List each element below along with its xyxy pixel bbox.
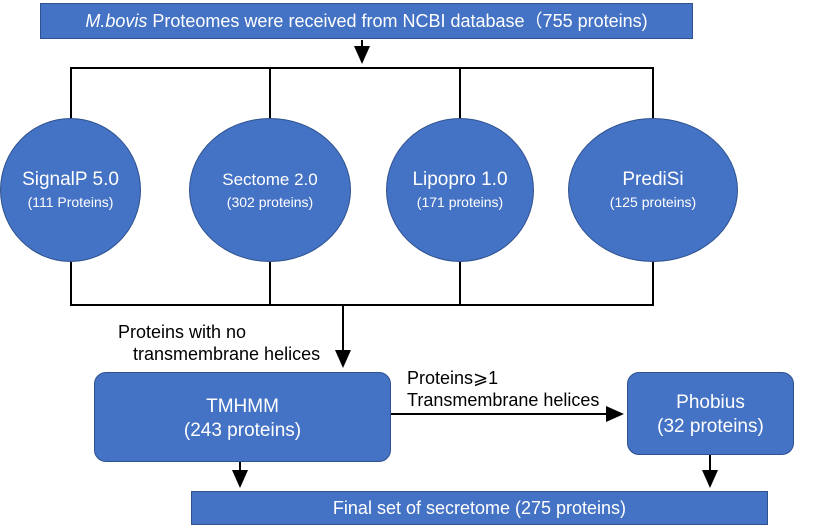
phobius-name: Phobius [676,392,745,413]
tool-name: PrediSi [622,169,684,190]
tmhmm-box: TMHMM (243 proteins) [94,372,391,462]
final-box: Final set of secretome (275 proteins) [191,491,768,525]
tool-circle-sectome: Sectome 2.0 (302 proteins) [189,118,351,262]
phobius-count: (32 proteins) [657,416,764,437]
tmhmm-name: TMHMM [206,396,279,417]
final-text: Final set of secretome (275 proteins) [332,498,627,518]
source-text: Proteomes were received from NCBI databa… [147,11,648,31]
tool-name: Lipopro 1.0 [412,169,508,190]
tm-helices-label: Proteins⩾1 Transmembrane helices [407,368,600,410]
tool-count: (125 proteins) [609,194,697,210]
tool-circle-predisi: PrediSi (125 proteins) [568,118,738,262]
tool-count: (111 Proteins) [27,194,114,210]
tool-count: (302 proteins) [226,194,314,210]
no-tm-label: Proteins with no transmembrane helices [118,322,321,364]
phobius-box: Phobius (32 proteins) [627,372,794,455]
source-box: M.bovis Proteomes were received from NCB… [40,3,693,39]
tool-name: SignalP 5.0 [22,169,119,190]
tool-circle-lipopro: Lipopro 1.0 (171 proteins) [386,118,534,262]
tool-count: (171 proteins) [416,194,504,210]
tool-name: Sectome 2.0 [222,170,318,189]
tmhmm-count: (243 proteins) [183,420,302,441]
tool-circle-signalp: SignalP 5.0 (111 Proteins) [0,118,141,262]
species-name: M.bovis [85,11,148,31]
